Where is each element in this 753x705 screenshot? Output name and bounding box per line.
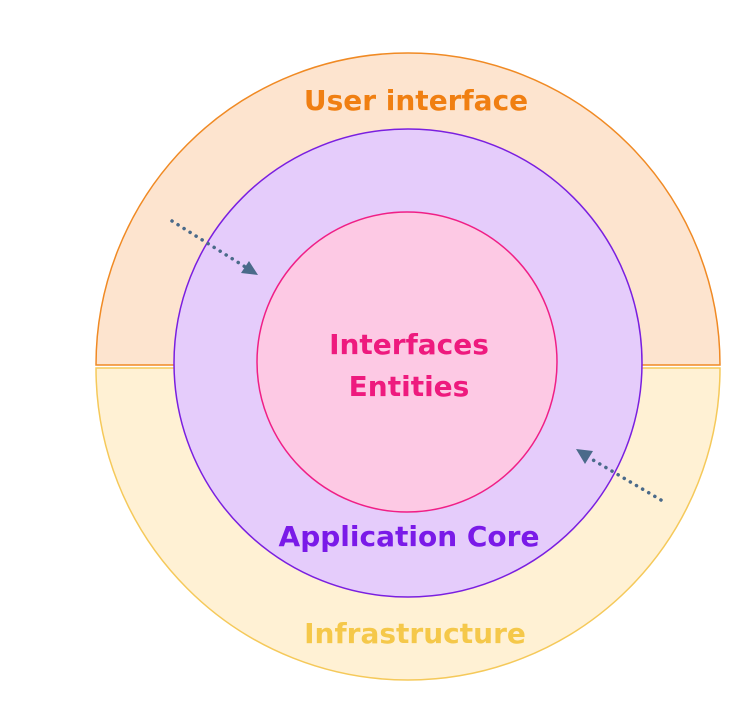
infrastructure-label: Infrastructure	[304, 617, 526, 650]
inner-label-interfaces: Interfaces	[329, 328, 489, 361]
dependency-arrow-from-ui	[170, 219, 258, 275]
arrowhead-icon	[576, 449, 593, 464]
dependency-arrow-from-infrastructure	[576, 449, 663, 502]
application-core-label: Application Core	[279, 520, 540, 553]
user-interface-label: User interface	[304, 84, 528, 117]
domain-core-circle	[256, 211, 558, 513]
arrowhead-icon	[241, 261, 258, 275]
inner-label-entities: Entities	[349, 370, 470, 403]
